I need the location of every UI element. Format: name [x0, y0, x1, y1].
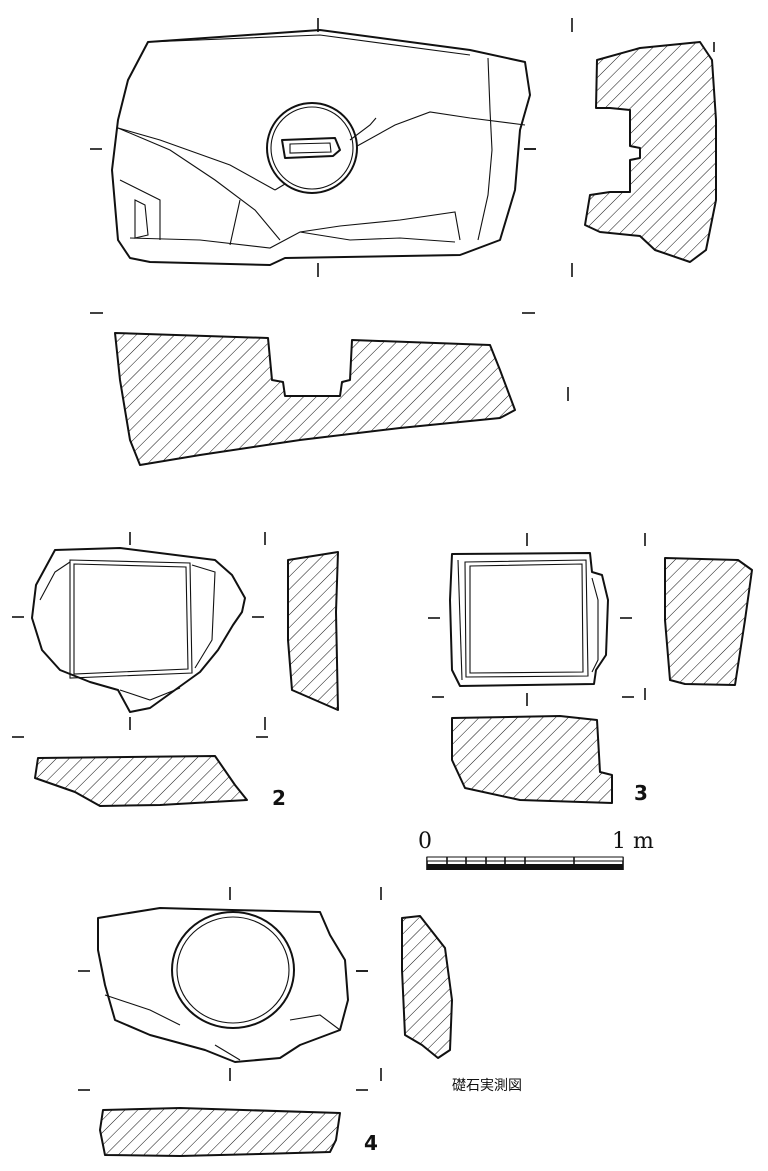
stone-4-plan-view: [78, 887, 368, 1081]
stone-3-lower-section: [432, 696, 634, 804]
figure-3-label: 3: [634, 781, 648, 805]
stone-2-lower-section: [12, 736, 268, 807]
stone-3-side-section: [644, 533, 753, 700]
stone-4-group: 4: [78, 887, 453, 1157]
stone-1-plan-view: [90, 18, 536, 277]
scale-end-label: 1 m: [612, 829, 654, 854]
stone-1-side-section: [524, 18, 717, 277]
stone-3-plan-view: [428, 533, 632, 706]
figure-caption: 礎石実測図: [452, 1078, 522, 1094]
stone-1-lower-section: [90, 312, 569, 466]
stone-1-group: [90, 18, 717, 466]
stone-2-plan-view: [12, 532, 264, 730]
stone-4-lower-section: [78, 1089, 368, 1157]
scale-bar: 0 1 m: [418, 829, 654, 870]
figure-2-label: 2: [272, 786, 286, 810]
stone-2-group: 2: [12, 532, 339, 810]
stone-2-side-section: [264, 532, 339, 730]
stone-4-side-section: [356, 887, 453, 1081]
figure-4-label: 4: [364, 1131, 378, 1155]
scale-start-label: 0: [418, 829, 432, 854]
stone-3-group: 3: [428, 533, 753, 805]
